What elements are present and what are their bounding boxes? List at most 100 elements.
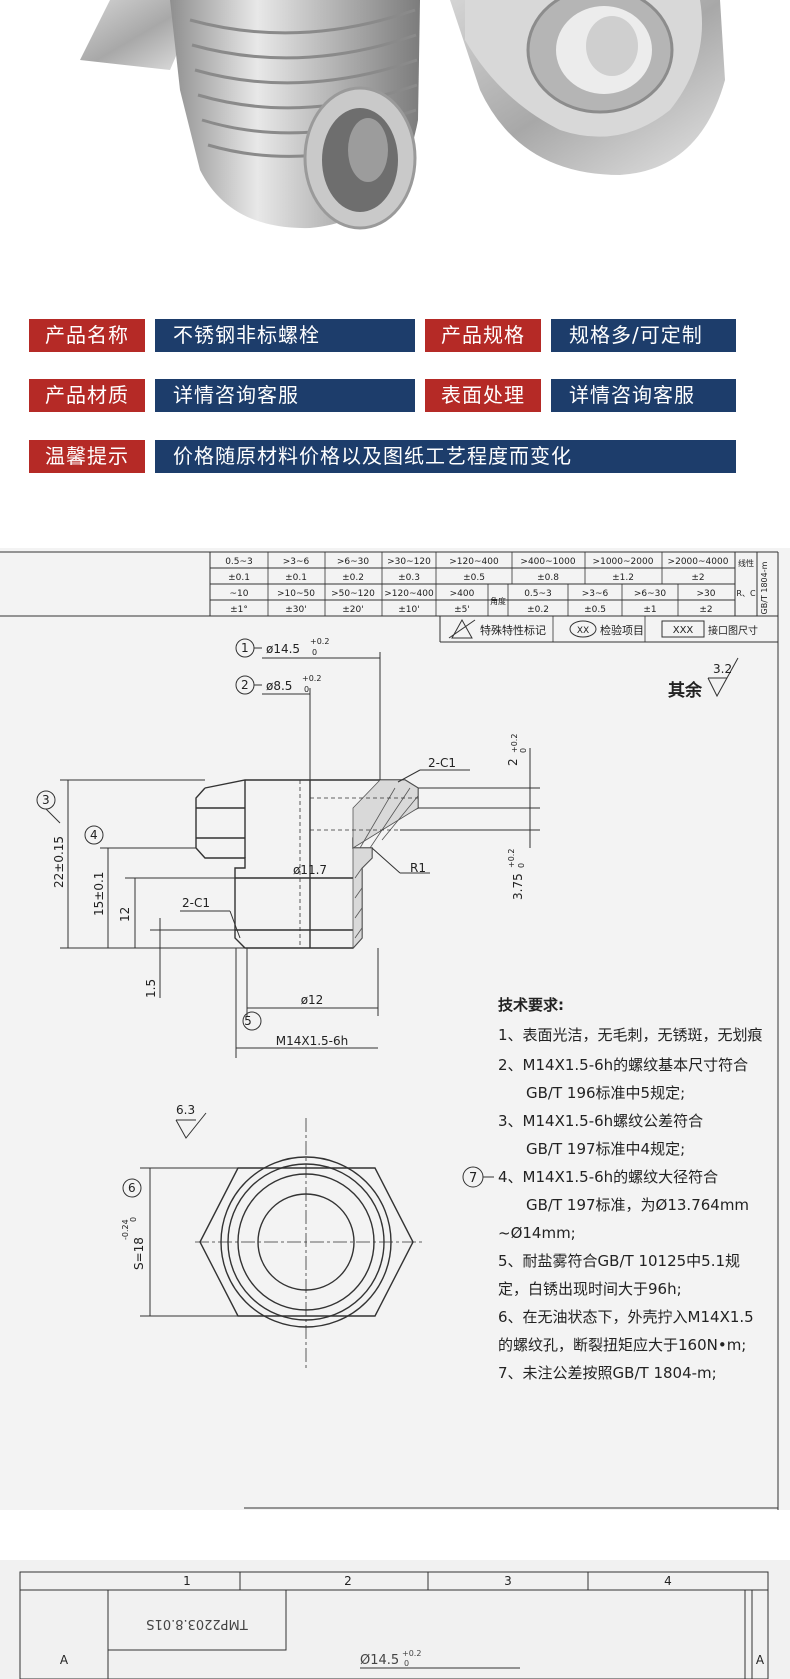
- tech-callout-7: 7: [469, 1171, 477, 1186]
- spec-label-size: 产品规格: [425, 319, 541, 352]
- tol-r2-c1: ±0.1: [228, 573, 250, 583]
- spec-value-surface: 详情咨询客服: [551, 379, 736, 412]
- tech-line-4: 3、M14X1.5-6h螺纹公差符合: [498, 1112, 703, 1130]
- tech-line-13: 7、未注公差按照GB/T 1804-m;: [498, 1364, 717, 1382]
- hex-tol: -0.24: [121, 1219, 130, 1240]
- dim-375-tol-plus: +0.2: [507, 849, 516, 868]
- dim-14-5-tol-zero: 0: [404, 1659, 409, 1668]
- legend-interface-symbol: XXX: [673, 625, 694, 636]
- engineering-drawing-2: 1 2 3 4 A A TMP2203.8.01S Ø14.5 +0.2 0: [0, 1560, 790, 1679]
- spec-label-name: 产品名称: [29, 319, 145, 352]
- tech-line-12: 的螺纹孔，断裂扭矩应大于160N•m;: [498, 1336, 746, 1354]
- dim-375-tol-zero: 0: [517, 863, 526, 868]
- chamfer-bottom: 2-C1: [182, 896, 210, 910]
- tech-line-9: 5、耐盐雾符合GB/T 10125中5.1规: [498, 1252, 740, 1270]
- hex-label: S=18: [132, 1237, 146, 1270]
- tech-line-3: GB/T 196标准中5规定;: [526, 1084, 685, 1102]
- tol-r3-c5: >400: [450, 589, 475, 599]
- tol-r4-c1: ±1°: [230, 605, 248, 615]
- tol-r4-c7: ±0.2: [527, 605, 549, 615]
- tol-r1-c1: 0.5~3: [225, 557, 253, 567]
- col-3: 3: [504, 1574, 512, 1588]
- tech-line-5: GB/T 197标准中4规定;: [526, 1140, 685, 1158]
- tol-r3-c1: ~10: [230, 589, 249, 599]
- spec-label-surface: 表面处理: [425, 379, 541, 412]
- dim-12v: 12: [118, 907, 132, 922]
- row-mark-left: A: [60, 1653, 69, 1667]
- tol-r3-c2: >10~50: [277, 589, 315, 599]
- tol-r4-c4: ±10': [398, 605, 419, 615]
- tol-r2-c2: ±0.1: [285, 573, 307, 583]
- callout-3-num: 3: [42, 793, 50, 807]
- tech-line-6: 4、M14X1.5-6h的螺纹大径符合: [498, 1168, 718, 1186]
- callout-1-num: 1: [241, 641, 249, 655]
- dim-12: ø12: [301, 993, 324, 1007]
- tol-r4-c3: ±20': [342, 605, 363, 615]
- tol-r3-c9: >6~30: [634, 589, 667, 599]
- engineering-drawing: 0.5~3 >3~6 >6~30 >30~120 >120~400 >400~1…: [0, 548, 790, 1510]
- product-photo: [0, 0, 790, 270]
- callout-2-tol-plus: +0.2: [302, 674, 321, 683]
- dim-15: 15±0.1: [92, 872, 106, 916]
- dim-2: 2: [506, 758, 520, 766]
- dim-2-tol-zero: 0: [519, 748, 528, 753]
- spec-value-material: 详情咨询客服: [155, 379, 415, 412]
- spec-value-size: 规格多/可定制: [551, 319, 736, 352]
- tol-r1-c7: >1000~2000: [593, 557, 654, 567]
- tol-r1-c5: >120~400: [449, 557, 499, 567]
- tol-r2-c4: ±0.3: [398, 573, 420, 583]
- callout-2-text: ø8.5: [266, 679, 292, 693]
- callout-2-tol-zero: 0: [304, 685, 309, 694]
- thread-label: M14X1.5-6h: [276, 1034, 349, 1048]
- col-1: 1: [183, 1574, 191, 1588]
- tol-side-rc: R、C: [736, 589, 756, 598]
- tol-r3-c8: >3~6: [582, 589, 609, 599]
- tech-title: 技术要求:: [498, 996, 564, 1014]
- roughness-rest-label: 其余: [668, 680, 703, 701]
- tol-r1-c2: >3~6: [283, 557, 310, 567]
- dim-2-tol-plus: +0.2: [510, 734, 519, 753]
- tol-r4-c8: ±0.5: [584, 605, 606, 615]
- hex-tol-zero: 0: [129, 1217, 138, 1222]
- tol-r1-c4: >30~120: [387, 557, 431, 567]
- tol-r4-c5: ±5': [454, 605, 470, 615]
- callout-1-text: ø14.5: [266, 642, 300, 656]
- tol-side-linear: 线性: [738, 558, 754, 568]
- tol-r3-c10: >30: [697, 589, 716, 599]
- chamfer-top: 2-C1: [428, 756, 456, 770]
- tech-line-11: 6、在无油状态下，外壳拧入M14X1.5: [498, 1308, 754, 1326]
- radius-label: R1: [410, 861, 426, 875]
- spec-value-name: 不锈钢非标螺栓: [155, 319, 415, 352]
- dim-375: 3.75: [511, 873, 525, 900]
- tol-r1-c6: >400~1000: [520, 557, 575, 567]
- legend-interface: 接口图尺寸: [708, 624, 758, 637]
- tol-r3-c4: >120~400: [384, 589, 434, 599]
- callout-5-num: 5: [244, 1014, 252, 1028]
- callout-2-num: 2: [241, 678, 249, 692]
- tol-angle-label: 角度: [490, 596, 506, 606]
- tol-side-std: GB/T 1804-m: [760, 561, 769, 614]
- tol-r4-c9: ±1: [643, 605, 656, 615]
- legend-inspect: 检验项目: [600, 623, 644, 637]
- tol-r4-c2: ±30': [285, 605, 306, 615]
- bolt-side-image: [80, 0, 420, 230]
- callout-1-tol-zero: 0: [312, 648, 317, 657]
- tol-r1-c3: >6~30: [337, 557, 370, 567]
- dim-14-5: Ø14.5: [360, 1653, 399, 1668]
- tol-r1-c8: >2000~4000: [668, 557, 729, 567]
- tech-line-8: ~Ø14mm;: [498, 1224, 576, 1242]
- callout-4-num: 4: [90, 828, 98, 842]
- legend-special: 特殊特性标记: [480, 623, 546, 637]
- tol-r2-c6: ±0.8: [537, 573, 559, 583]
- col-4: 4: [664, 1574, 672, 1588]
- tol-r3-c7: 0.5~3: [524, 589, 552, 599]
- spec-value-tip: 价格随原材料价格以及图纸工艺程度而变化: [155, 440, 736, 473]
- tech-line-2: 2、M14X1.5-6h的螺纹基本尺寸符合: [498, 1056, 748, 1074]
- dim-11-7: ø11.7: [293, 863, 327, 877]
- spec-label-material: 产品材质: [29, 379, 145, 412]
- tol-r2-c5: ±0.5: [463, 573, 485, 583]
- dim-1-5: 1.5: [144, 979, 158, 998]
- col-2: 2: [344, 1574, 352, 1588]
- tol-r2-c7: ±1.2: [612, 573, 634, 583]
- roughness-rest-value: 3.2: [713, 662, 732, 676]
